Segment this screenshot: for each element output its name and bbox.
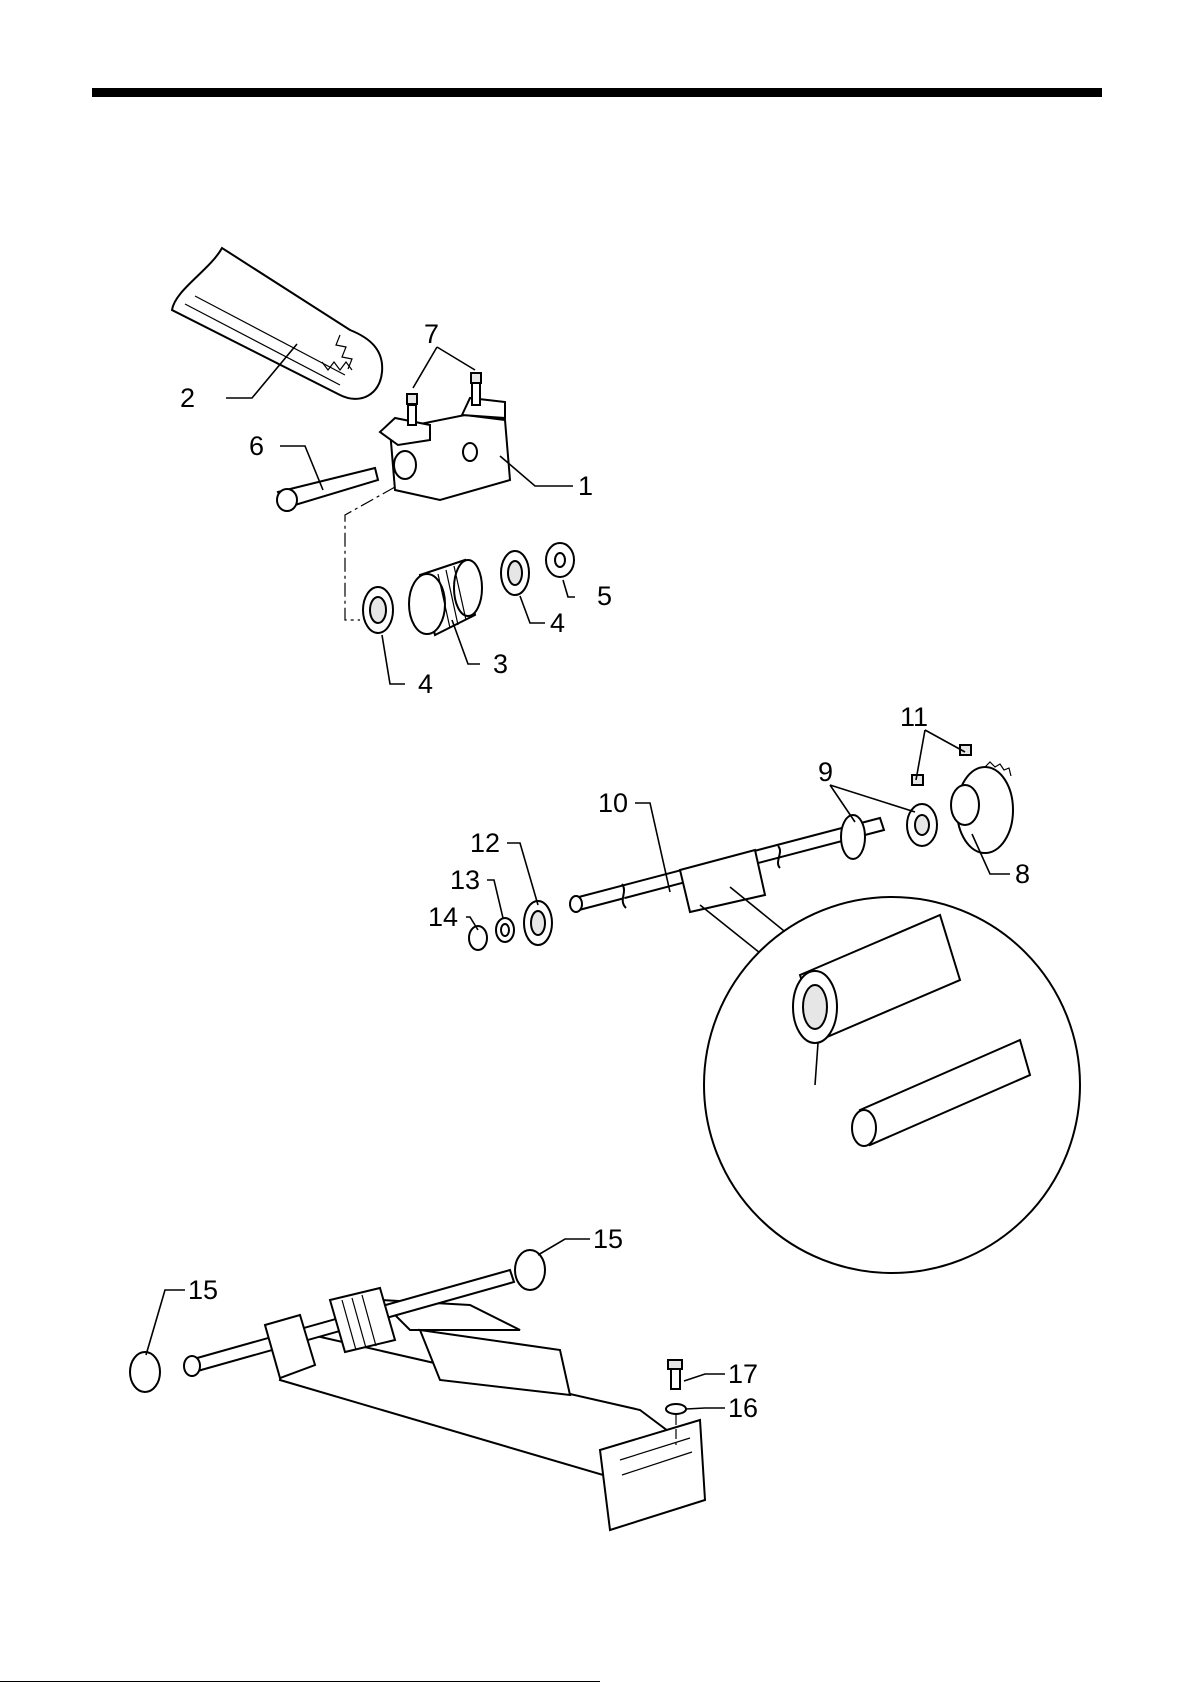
callout-10: 10 [598,788,628,818]
callout-12: 12 [470,828,500,858]
callout-3: 3 [493,649,508,679]
callout-16: 16 [728,1393,758,1423]
footer-rule [0,1681,600,1682]
part-washer-16 [666,1404,686,1414]
part-washer [546,543,574,577]
part-spacer-13 [496,918,514,942]
detail-magnifier [700,887,1080,1273]
part-bearing-12 [524,901,552,945]
callout-9: 9 [818,757,833,787]
callout-5: 5 [597,581,612,611]
part-pulley [409,560,482,635]
callout-4-lower: 4 [418,669,433,699]
callout-7: 7 [424,319,439,349]
part-ball-screw [570,818,884,912]
part-pulley-holder [380,383,510,500]
part-bearings-9 [841,804,937,859]
callout-11: 11 [900,702,928,732]
callout-6: 6 [249,431,264,461]
callout-15-left: 15 [188,1275,218,1305]
callout-15-right: 15 [593,1224,623,1254]
callout-4-upper: 4 [550,608,565,638]
part-retaining-ring-15-right [515,1250,545,1290]
callout-8: 8 [1015,859,1030,889]
callout-14: 14 [428,902,458,932]
part-bolt-17 [668,1360,682,1389]
callout-2: 2 [180,383,195,413]
part-gear-8 [951,762,1013,853]
part-bearing-left [363,587,393,633]
callout-17: 17 [728,1359,758,1389]
part-bearing-right [501,551,529,595]
part-retaining-ring-15-left [130,1352,160,1392]
callout-13: 13 [450,865,480,895]
part-timing-belt [172,248,382,399]
callout-1: 1 [578,471,593,501]
